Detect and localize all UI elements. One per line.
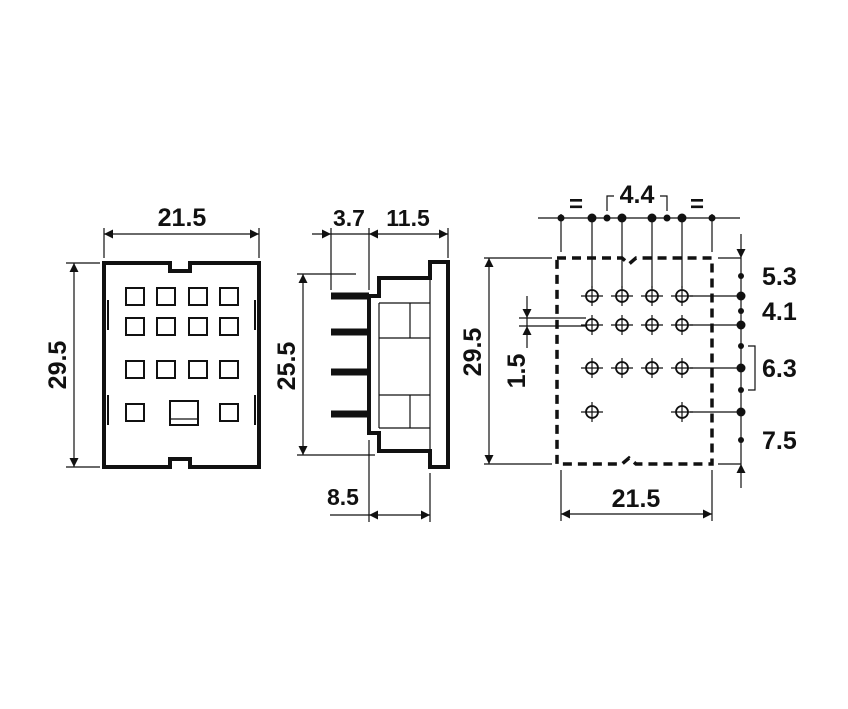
side-height-label: 25.5 — [273, 342, 301, 391]
pcb-top-tick-1 — [557, 214, 565, 222]
pcb-row-spacing-1: 5.3 — [762, 263, 797, 291]
pcb-hole — [641, 315, 663, 335]
pcb-hole — [641, 286, 663, 306]
pcb-top-tick-3 — [603, 214, 611, 222]
pcb-row-spacing-3: 6.3 — [762, 355, 797, 383]
pcb-top-tick-6 — [663, 214, 671, 222]
pcb-right-tick-i — [738, 437, 744, 443]
pcb-top-tick-2 — [587, 213, 597, 223]
pcb-layout-view: = 4.4 = 29.5 1.5 21.5 — [459, 181, 797, 521]
pcb-right-tick-c — [738, 308, 744, 314]
pcb-hole — [611, 358, 633, 378]
pcb-hole — [671, 402, 693, 422]
pcb-hole — [611, 286, 633, 306]
pcb-hole — [671, 358, 693, 378]
pcb-equal-right: = — [690, 191, 704, 218]
pcb-top-tick-5 — [647, 213, 657, 223]
front-contact-cell — [125, 360, 145, 379]
front-height-label: 29.5 — [44, 341, 72, 390]
pcb-row-spacing-4: 7.5 — [762, 427, 797, 455]
front-contact-cell — [219, 360, 239, 379]
pcb-right-tick-b — [736, 291, 746, 301]
pcb-right-bracket — [748, 345, 756, 391]
side-view: 3.7 11.5 25.5 8.5 — [273, 205, 450, 522]
front-contact-cell — [156, 360, 176, 379]
front-contact-cell — [188, 317, 208, 336]
pcb-hole — [611, 315, 633, 335]
front-contact-cell — [125, 317, 145, 336]
front-contact-cell — [125, 287, 145, 306]
pcb-right-tick-h — [736, 407, 746, 417]
pcb-width-label: 21.5 — [612, 485, 661, 513]
front-contact-cells — [125, 287, 239, 422]
front-contact-cell — [219, 403, 239, 422]
pcb-hole — [581, 286, 603, 306]
pcb-height-label: 29.5 — [459, 328, 487, 377]
pcb-right-tick-a — [738, 273, 744, 279]
pcb-top-tick-7 — [677, 213, 687, 223]
front-center-slot — [169, 400, 199, 426]
pcb-outline — [555, 256, 714, 466]
pcb-right-tick-g — [738, 387, 744, 393]
pcb-top-tick-4 — [617, 213, 627, 223]
pcb-top-tick-8 — [708, 214, 716, 222]
pcb-hole — [581, 315, 603, 335]
pcb-pitch-label: 4.4 — [620, 181, 655, 209]
pcb-offset-label: 1.5 — [503, 354, 531, 389]
pcb-equal-left: = — [569, 191, 583, 218]
pcb-hole — [581, 402, 603, 422]
front-contact-cell — [219, 317, 239, 336]
front-contact-cell — [156, 287, 176, 306]
front-contact-cell — [219, 287, 239, 306]
pcb-right-tick-f — [736, 363, 746, 373]
pcb-hole — [581, 358, 603, 378]
front-contact-cell — [125, 403, 145, 422]
pcb-hole — [671, 286, 693, 306]
pcb-right-tick-e — [738, 343, 744, 349]
pcb-hole — [641, 358, 663, 378]
side-body-outline — [367, 260, 450, 469]
front-view: 21.5 29.5 — [44, 204, 261, 469]
pcb-hole — [671, 315, 693, 335]
side-dim-bottom-label: 8.5 — [327, 484, 359, 510]
pcb-row-spacing-2: 4.1 — [762, 298, 797, 326]
side-dim-top-left-label: 3.7 — [333, 205, 365, 231]
front-contact-cell — [188, 360, 208, 379]
front-width-label: 21.5 — [158, 204, 207, 232]
pcb-hole-pattern — [581, 286, 693, 422]
front-body-outline — [102, 261, 261, 469]
pcb-right-tick-d — [736, 320, 746, 330]
front-contact-cell — [156, 317, 176, 336]
side-dim-top-right-label: 11.5 — [386, 205, 430, 231]
pcb-pitch-bracket-right — [660, 195, 668, 211]
front-contact-cell — [188, 287, 208, 306]
pcb-pitch-bracket-left — [606, 195, 614, 211]
